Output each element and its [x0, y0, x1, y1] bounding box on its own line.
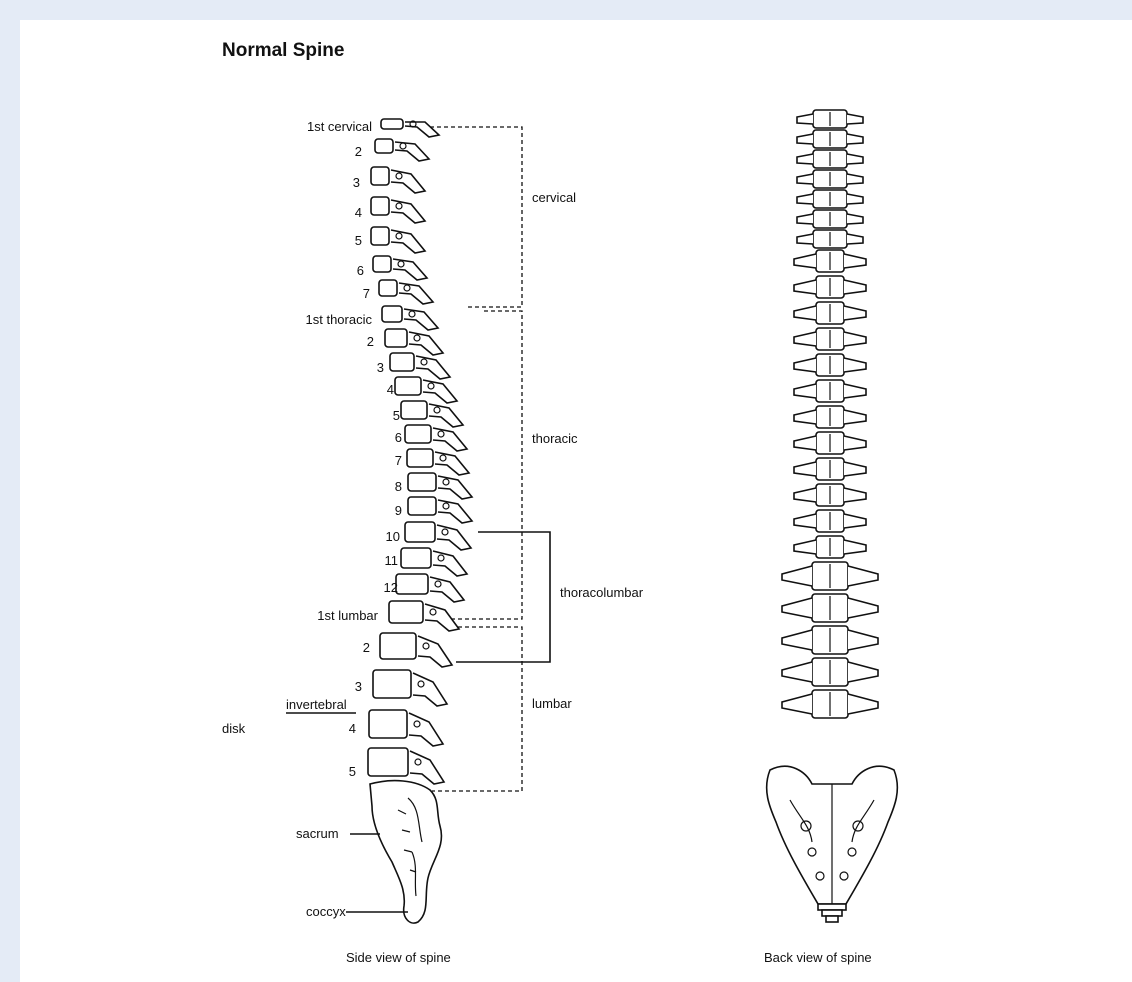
back-view-caption: Back view of spine [764, 950, 872, 965]
back-vertebra [794, 380, 866, 402]
back-view-spine [782, 110, 878, 718]
back-vertebra [782, 594, 878, 622]
side-vertebra [396, 574, 464, 602]
side-vertebra [395, 377, 457, 403]
side-vertebra [389, 601, 459, 631]
disk-label-line2: disk [222, 721, 246, 736]
region-label-thoracic: thoracic [532, 431, 578, 446]
vertebra-label-23: 4 [349, 721, 356, 736]
back-vertebra [794, 302, 866, 324]
vertebra-label-5: 5 [355, 233, 362, 248]
vertebra-label-9: 2 [367, 334, 374, 349]
side-vertebra [408, 473, 472, 499]
back-vertebra [797, 210, 863, 228]
region-label-cervical: cervical [532, 190, 576, 205]
back-vertebra [794, 536, 866, 558]
back-vertebra [794, 354, 866, 376]
side-vertebra [371, 167, 425, 193]
back-vertebra [797, 130, 863, 148]
vertebra-label-21: 2 [363, 640, 370, 655]
side-vertebra [405, 425, 467, 451]
back-vertebra [794, 328, 866, 350]
coccyx-label: coccyx [306, 904, 346, 919]
side-vertebra [381, 119, 439, 137]
vertebra-label-13: 6 [395, 430, 402, 445]
side-sacrum [370, 781, 441, 923]
back-vertebra [797, 150, 863, 168]
side-vertebra [385, 329, 443, 355]
vertebra-label-3: 3 [353, 175, 360, 190]
vertebra-label-6: 6 [357, 263, 364, 278]
side-vertebra [401, 548, 467, 576]
back-vertebra [782, 658, 878, 686]
vertebra-label-22: 3 [355, 679, 362, 694]
back-vertebra [794, 432, 866, 454]
side-vertebra [405, 522, 471, 550]
vertebra-label-18: 11 [385, 553, 399, 568]
side-vertebra [407, 449, 469, 475]
back-vertebra [797, 170, 863, 188]
vertebra-label-20: 1st lumbar [317, 608, 378, 623]
disk-label-line1: invertebral [286, 697, 347, 712]
side-vertebra [371, 227, 425, 253]
back-vertebra [794, 276, 866, 298]
back-vertebra [794, 484, 866, 506]
side-vertebra [375, 139, 429, 161]
vertebra-label-24: 5 [349, 764, 356, 779]
vertebra-label-16: 9 [395, 503, 402, 518]
vertebra-label-19: 12 [384, 580, 398, 595]
back-vertebra [794, 250, 866, 272]
vertebra-label-1: 1st cervical [307, 119, 372, 134]
sacrum-label: sacrum [296, 826, 339, 841]
side-view-caption: Side view of spine [346, 950, 451, 965]
back-vertebra [782, 690, 878, 718]
side-vertebra [408, 497, 472, 523]
vertebra-label-7: 7 [363, 286, 370, 301]
region-label-lumbar: lumbar [532, 696, 572, 711]
side-vertebra [373, 670, 447, 706]
vertebra-label-2: 2 [355, 144, 362, 159]
back-vertebra [794, 458, 866, 480]
side-vertebra [401, 401, 463, 427]
side-vertebra [380, 633, 452, 667]
vertebra-label-12: 5 [393, 408, 400, 423]
vertebra-label-10: 3 [377, 360, 384, 375]
side-vertebra [368, 748, 444, 784]
back-vertebra [782, 562, 878, 590]
page-title: Normal Spine [222, 40, 344, 61]
side-vertebra [379, 280, 433, 304]
side-vertebra [369, 710, 443, 746]
vertebra-label-8: 1st thoracic [306, 312, 373, 327]
side-view-spine [368, 119, 472, 784]
vertebra-label-14: 7 [395, 453, 402, 468]
vertebra-label-17: 10 [386, 529, 400, 544]
region-label-thoracolumbar: thoracolumbar [560, 585, 644, 600]
side-vertebra [390, 353, 450, 379]
side-vertebra [373, 256, 427, 280]
back-vertebra [794, 510, 866, 532]
back-vertebra [797, 110, 863, 128]
back-vertebra [794, 406, 866, 428]
vertebra-label-11: 4 [387, 382, 394, 397]
back-vertebra [797, 230, 863, 248]
side-vertebra [382, 306, 438, 330]
back-vertebra [797, 190, 863, 208]
back-vertebra [782, 626, 878, 654]
side-vertebra [371, 197, 425, 223]
vertebra-label-15: 8 [395, 479, 402, 494]
back-sacrum [767, 766, 898, 922]
vertebra-label-4: 4 [355, 205, 362, 220]
